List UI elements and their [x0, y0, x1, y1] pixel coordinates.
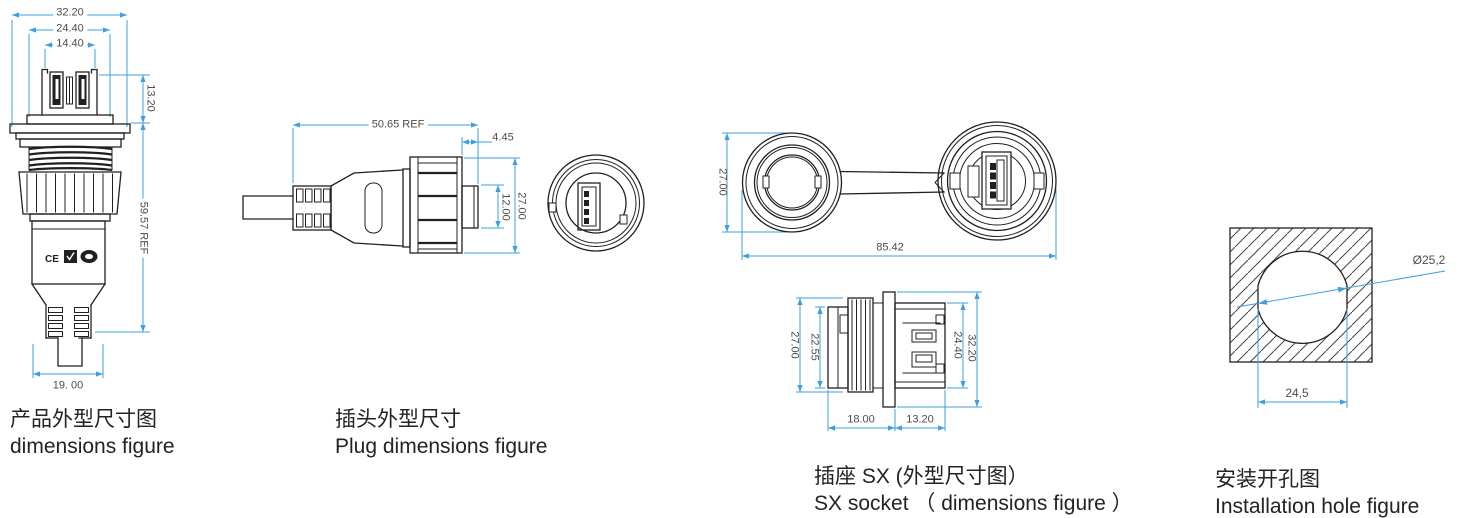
plug-front-view	[547, 154, 645, 252]
socket-side-view	[796, 291, 982, 431]
dim-product-width-outer: 32.20	[53, 7, 87, 19]
key-notch	[548, 202, 557, 213]
dim-plug-tip-length: 4.45	[492, 131, 514, 144]
dim-hole-diameter: Ø25,2	[1412, 253, 1446, 267]
plug-usb-tip	[461, 185, 479, 229]
mounting-hole	[1257, 250, 1348, 344]
dim-plug-tip-diameter: 12.00	[499, 193, 512, 221]
dim-product-width-mid: 24.40	[53, 23, 87, 35]
bayonet-tab	[1033, 172, 1045, 190]
caption-socket: 插座 SX (外型尺寸图） SX socket （ dimensions fig…	[814, 463, 1133, 517]
caption-hole-en: Installation hole figure	[1215, 495, 1420, 518]
cable	[242, 195, 294, 220]
bayonet-tab	[949, 172, 961, 190]
usb-a-port	[577, 182, 601, 231]
protective-cap	[741, 132, 843, 233]
caption-socket-en: SX socket （ dimensions figure ）	[814, 492, 1133, 515]
dim-product-total-height: 59.57 REF	[137, 198, 150, 258]
dim-socket-cap-diameter: 27.00	[716, 168, 729, 196]
dim-product-cable-width: 19. 00	[52, 379, 84, 392]
label-row: CE	[45, 250, 98, 265]
rear-shell	[827, 306, 849, 389]
socket-front	[937, 121, 1057, 241]
product-drawing: CE	[9, 12, 150, 378]
dim-product-width-inner: 14.40	[53, 38, 87, 50]
dim-socket-rear-diameter: 27.00	[788, 331, 801, 359]
plug-body-side	[330, 168, 411, 248]
caption-plug: 插头外型尺寸 Plug dimensions figure	[335, 406, 547, 460]
dim-socket-front-diameter: 24.40	[951, 331, 964, 359]
usb-a-socket	[981, 151, 1012, 210]
caption-product: 产品外型尺寸图 dimensions figure	[10, 406, 175, 460]
dim-socket-thread-diameter: 22.55	[808, 333, 821, 361]
dim-socket-rear-length: 18.00	[847, 413, 875, 426]
caption-product-zh: 产品外型尺寸图	[10, 408, 157, 431]
coupling-ring	[18, 171, 122, 215]
installation-hole-drawing	[1229, 227, 1446, 408]
ce-mark: CE	[45, 254, 59, 265]
plug-coupling-ring	[409, 156, 463, 254]
key-slot	[967, 165, 980, 198]
thread-section	[28, 145, 113, 172]
dim-hole-across-flats: 24,5	[1285, 386, 1309, 400]
socket-thread	[847, 297, 884, 393]
usb-receptacle	[41, 68, 98, 116]
socket-top-view	[722, 121, 1057, 260]
caption-product-en: dimensions figure	[10, 435, 175, 458]
wee-mark-icon	[64, 250, 77, 263]
plug-drawing	[242, 122, 520, 254]
dim-plug-body-diameter: 27.00	[515, 192, 528, 220]
cap-strap	[839, 170, 945, 195]
caption-plug-zh: 插头外型尺寸	[335, 408, 461, 431]
plug-strain-relief	[292, 185, 332, 231]
mounting-flange	[9, 123, 131, 134]
caption-socket-zh: 插座 SX (外型尺寸图）	[814, 465, 1029, 488]
cable-stub	[57, 337, 83, 367]
key-notch	[619, 214, 628, 225]
strain-relief	[31, 283, 106, 339]
dim-socket-flange-diameter: 32.20	[965, 334, 978, 362]
front-barrel	[894, 302, 946, 389]
caption-hole-zh: 安装开孔图	[1215, 468, 1320, 491]
dim-socket-front-length: 13.20	[906, 413, 934, 426]
panel-nut	[15, 132, 125, 148]
top-plate	[26, 114, 114, 125]
caption-hole: 安装开孔图 Installation hole figure	[1215, 466, 1419, 518]
dim-plug-length: 50.65 REF	[368, 119, 428, 131]
dim-product-usb-height: 13.20	[144, 84, 157, 112]
panel-flange	[882, 291, 896, 408]
dim-socket-total-length: 85.42	[876, 241, 904, 254]
caption-plug-en: Plug dimensions figure	[335, 435, 548, 458]
plug-body	[29, 213, 111, 285]
